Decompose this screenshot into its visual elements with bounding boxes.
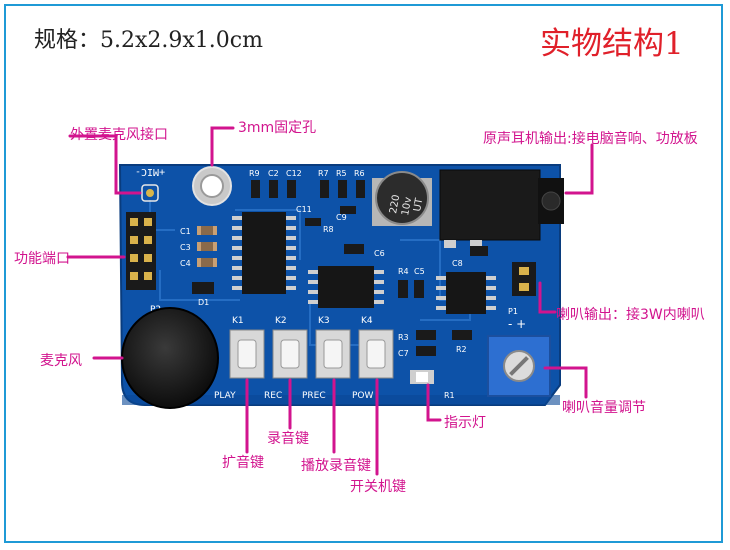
speaker-polarity: - + [508,317,526,331]
silk-r5: R5 [336,169,347,178]
silk-cap2: 10v [400,196,414,216]
diode-d1 [192,282,214,294]
key-pow [358,329,394,379]
silk-c12: C12 [286,169,302,178]
volume-potentiometer [487,335,551,397]
label-mic-port: 外置麦克风接口 [70,127,168,143]
callout-lines [66,126,594,476]
silk-r3: R3 [398,333,409,342]
amp-ic-right [436,272,496,314]
label-speaker-out: 喇叭输出：接3W内喇叭 [556,307,705,323]
label-play-key: 扩音键 [222,455,264,471]
label-volume: 喇叭音量调节 [562,400,646,416]
label-led: 指示灯 [444,415,486,431]
silk-c4: C4 [180,259,191,268]
silk-r4: R4 [398,267,409,276]
page-title: 实物结构1 [540,26,684,62]
silk-k4: K4 [361,316,373,326]
key-play [229,329,265,379]
silk-c6: C6 [374,249,385,258]
smd-caps-left [197,226,217,267]
silk-k3: K3 [318,316,330,326]
earphone-jack [439,169,564,248]
silk-pow: POW [352,391,374,401]
label-prec-key: 播放录音键 [301,458,371,474]
electrolytic-capacitor: 220 10v UT [372,171,432,226]
silk-c9: C9 [336,213,347,222]
spec-text: 规格：5.2x2.9x1.0cm [34,28,263,53]
silk-d1: D1 [198,298,209,307]
microphone [121,307,219,409]
label-earphone: 原声耳机输出:接电脑音响、功放板 [483,131,698,147]
silk-r6: R6 [354,169,365,178]
silk-c7: C7 [398,349,409,358]
silk-r8: R8 [323,225,334,234]
key-prec [315,329,351,379]
key-rec [272,329,308,379]
silk-c8: C8 [452,259,463,268]
silk-cap3: UT [412,197,425,213]
silk-r7: R7 [318,169,329,178]
main-ic [232,212,296,294]
label-mic: 麦克风 [40,353,82,369]
label-rec-key: 录音键 [267,431,309,447]
silk-p1: P1 [508,307,518,316]
silk-k1: K1 [232,316,244,326]
silk-c3: C3 [180,243,191,252]
smd-right [398,246,488,356]
silk-rec: REC [264,391,282,401]
silk-c1: C1 [180,227,191,236]
silk-c2: C2 [268,169,279,178]
silk-r2: R2 [456,345,467,354]
silk-c5: C5 [414,267,425,276]
silk-r9: R9 [249,169,260,178]
label-func: 功能端口 [14,251,70,267]
silk-c11: C11 [296,205,312,214]
function-header [126,212,156,290]
label-hole: 3mm固定孔 [238,120,317,136]
silk-prec: PREC [302,391,326,401]
speaker-header [512,262,536,296]
silk-r1: R1 [444,391,455,400]
silk-k2: K2 [275,316,287,326]
silk-cap1: 220 [388,194,402,215]
silk-play: PLAY [214,391,236,401]
smd-top-row [251,180,365,254]
silk-mic-jack: +MIC- [135,166,165,177]
amp-ic-left [308,266,384,308]
label-pow-key: 开关机键 [350,479,406,495]
indicator-led [410,370,434,384]
